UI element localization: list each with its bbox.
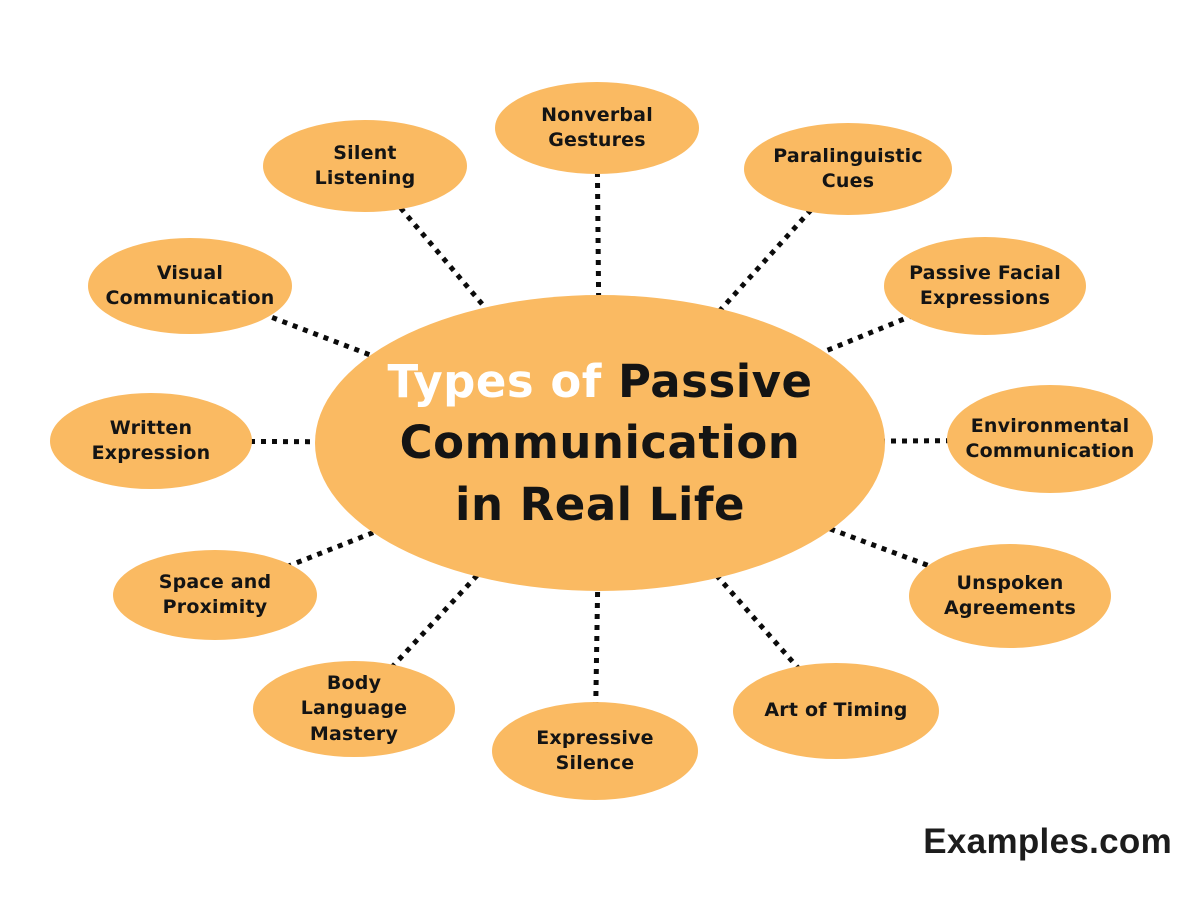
node-label: Visual Communication [105,261,275,309]
node-silent-listening: Silent Listening [263,120,467,212]
node-label: Space and Proximity [158,570,272,618]
central-topic: Types of Passive Communication in Real L… [315,295,885,591]
node-written-expression: Written Expression [50,393,252,489]
title-part-white: Types of [387,355,602,409]
node-art-of-timing: Art of Timing [733,663,939,759]
central-topic-text: Types of Passive Communication in Real L… [387,351,812,535]
node-expressive-silence: Expressive Silence [492,702,698,800]
connector-nonverbal-gestures [594,127,603,444]
node-nonverbal-gestures: Nonverbal Gestures [495,82,699,174]
title-part-dark: Passive [618,355,813,409]
node-unspoken-agreements: Unspoken Agreements [909,544,1111,648]
node-label: Body Language Mastery [300,672,408,745]
node-label: Silent Listening [314,141,416,189]
node-label: Unspoken Agreements [943,571,1077,619]
watermark: Examples.com [923,822,1172,861]
node-visual-communication: Visual Communication [88,238,292,334]
node-label: Art of Timing [764,699,908,722]
node-paralinguistic-cues: Paralinguistic Cues [744,123,952,215]
node-body-language-mastery: Body Language Mastery [253,661,455,757]
node-label: Paralinguistic Cues [773,144,923,192]
node-label: Passive Facial Expressions [909,261,1061,309]
title-line-2: Communication [399,416,801,470]
title-line-3: in Real Life [455,477,745,531]
node-space-and-proximity: Space and Proximity [113,550,317,640]
title-line-1: Types of Passive [387,351,812,412]
node-label: Expressive Silence [536,726,654,774]
node-label: Nonverbal Gestures [541,103,653,151]
node-label: Environmental Communication [965,414,1135,462]
node-passive-facial-expressions: Passive Facial Expressions [884,237,1086,335]
node-label: Written Expression [91,416,211,464]
node-environmental-communication: Environmental Communication [947,385,1153,493]
